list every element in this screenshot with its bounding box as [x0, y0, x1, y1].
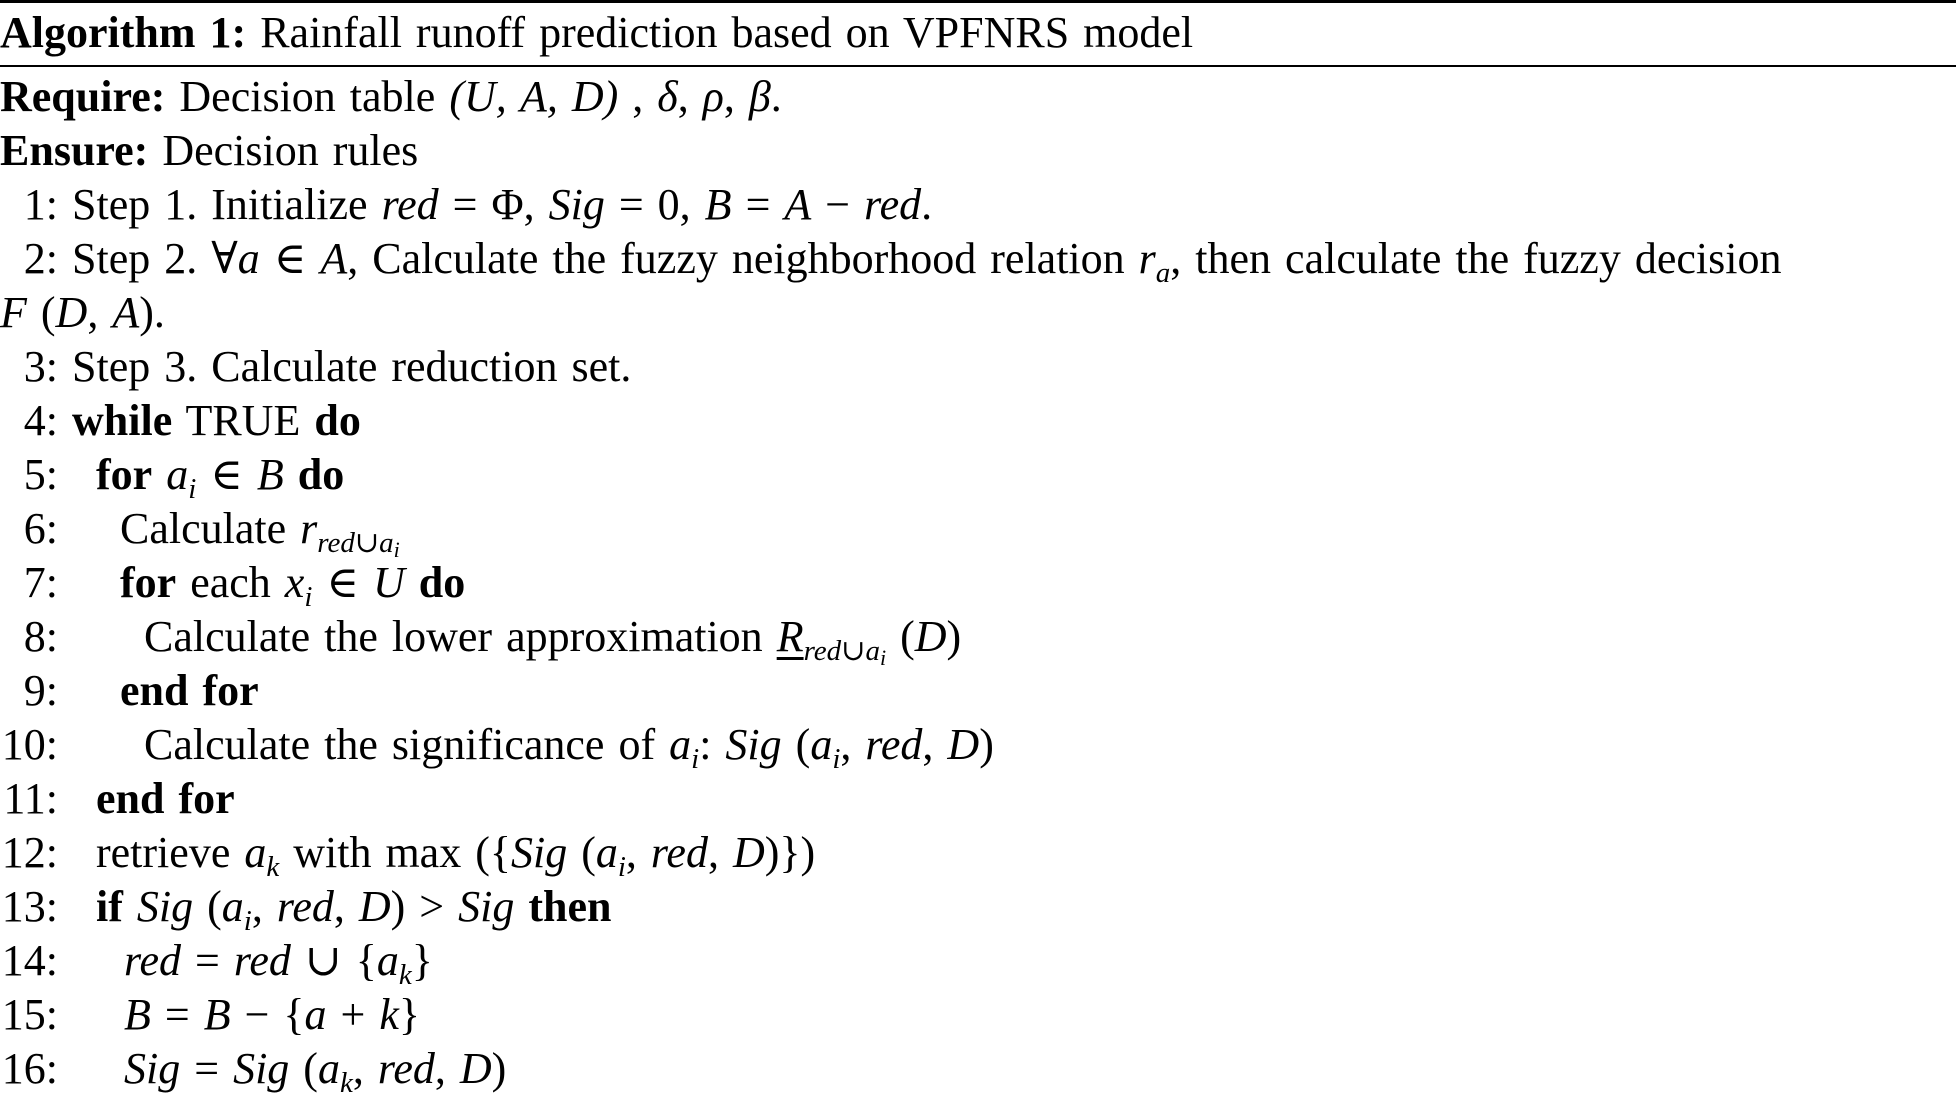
line-number: 12: — [1, 828, 58, 877]
line-text: Step 3. Calculate reduction set. — [72, 342, 632, 391]
line-text: Calculate the lower approximation Rred∪a… — [144, 612, 962, 670]
algorithm-line-16: 16: Sig = Sig (ak, red, D) — [0, 1042, 507, 1099]
line-text: Step 1. Initialize red = Φ, Sig = 0, B =… — [72, 180, 933, 229]
keyword-for: for — [96, 450, 153, 499]
line-text: retrieve ak with max ({Sig (ai, red, D)}… — [96, 828, 816, 883]
keyword-for: for — [120, 558, 177, 607]
line-number: 6: — [23, 504, 58, 553]
keyword-do: do — [314, 396, 361, 445]
algorithm-title-line: Algorithm 1: Rainfall runoff prediction … — [0, 6, 1193, 60]
keyword-do: do — [297, 450, 345, 499]
line-text: Step 2. ∀a ∈ A, Calculate the fuzzy neig… — [72, 234, 1782, 289]
line-number: 8: — [23, 612, 58, 661]
line-number: 16: — [1, 1044, 58, 1093]
algorithm-label: Algorithm 1: — [0, 8, 247, 57]
title-rule — [0, 65, 1956, 67]
algorithm-line-13: 13: if Sig (ai, red, D) > Sig then — [0, 880, 612, 937]
line-text: ai ∈ B — [166, 450, 284, 505]
line-text: Sig = Sig (ak, red, D) — [124, 1044, 507, 1099]
line-number: 13: — [1, 882, 58, 931]
line-text: Sig (ai, red, D) > Sig — [136, 882, 515, 937]
algorithm-line-2: 2: Step 2. ∀a ∈ A, Calculate the fuzzy ne… — [0, 232, 1782, 289]
line-number: 7: — [23, 558, 58, 607]
algorithm-line-5: 5: for ai ∈ B do — [0, 448, 345, 505]
line-number: 3: — [23, 342, 58, 391]
keyword-then: then — [528, 882, 612, 931]
algorithm-line-3: 3: Step 3. Calculate reduction set. — [0, 340, 632, 394]
require-line: Require: Decision table (U, A, D) , δ, ρ… — [0, 70, 782, 124]
keyword-if: if — [96, 882, 123, 931]
line-number: 11: — [3, 774, 58, 823]
top-rule — [0, 0, 1956, 3]
line-number: 4: — [23, 396, 58, 445]
line-text: B = B − {a + k} — [124, 990, 421, 1039]
algorithm-line-7: 7: for each xi ∈ U do — [0, 556, 466, 613]
require-label: Require: — [0, 72, 166, 121]
line-number: 15: — [1, 990, 58, 1039]
algorithm-line-9: 9: end for — [0, 664, 259, 718]
line-text: red = red ∪ {ak} — [124, 936, 433, 991]
line-text: F (D, A). — [0, 288, 165, 337]
line-number: 2: — [23, 234, 58, 283]
line-number: 10: — [1, 720, 58, 769]
algorithm-line-14: 14: red = red ∪ {ak} — [0, 934, 433, 991]
line-number: 14: — [1, 936, 58, 985]
algorithm-line-12: 12: retrieve ak with max ({Sig (ai, red, … — [0, 826, 816, 883]
line-text: Calculate rred∪ai — [120, 504, 400, 562]
keyword-while: while — [72, 396, 173, 445]
line-text: TRUE — [185, 396, 301, 445]
line-text: each xi ∈ U — [190, 558, 405, 613]
keyword-do: do — [418, 558, 466, 607]
algorithm-line-8: 8: Calculate the lower approximation Rred… — [0, 610, 962, 670]
line-number: 1: — [23, 180, 58, 229]
line-text: Calculate the significance of ai: Sig (a… — [144, 720, 994, 775]
algorithm-line-11: 11: end for — [0, 772, 235, 826]
ensure-line: Ensure: Decision rules — [0, 124, 418, 178]
algorithm-line-15: 15: B = B − {a + k} — [0, 988, 420, 1042]
algorithm-line-2-continued: F (D, A). — [0, 286, 165, 340]
ensure-text: Decision rules — [162, 126, 419, 175]
algorithm-line-6: 6: Calculate rred∪ai — [0, 502, 400, 562]
algorithm-line-10: 10: Calculate the significance of ai: Sig… — [0, 718, 994, 775]
algorithm-line-1: 1: Step 1. Initialize red = Φ, Sig = 0, B… — [0, 178, 932, 232]
algorithm-line-4: 4: while TRUE do — [0, 394, 361, 448]
keyword-end-for: end for — [120, 666, 259, 715]
require-text: Decision table (U, A, D) , δ, ρ, β. — [179, 72, 782, 121]
keyword-end-for: end for — [96, 774, 235, 823]
line-number: 5: — [23, 450, 58, 499]
ensure-label: Ensure: — [0, 126, 149, 175]
line-number: 9: — [23, 666, 58, 715]
algorithm-title: Rainfall runoff prediction based on VPFN… — [260, 8, 1194, 57]
